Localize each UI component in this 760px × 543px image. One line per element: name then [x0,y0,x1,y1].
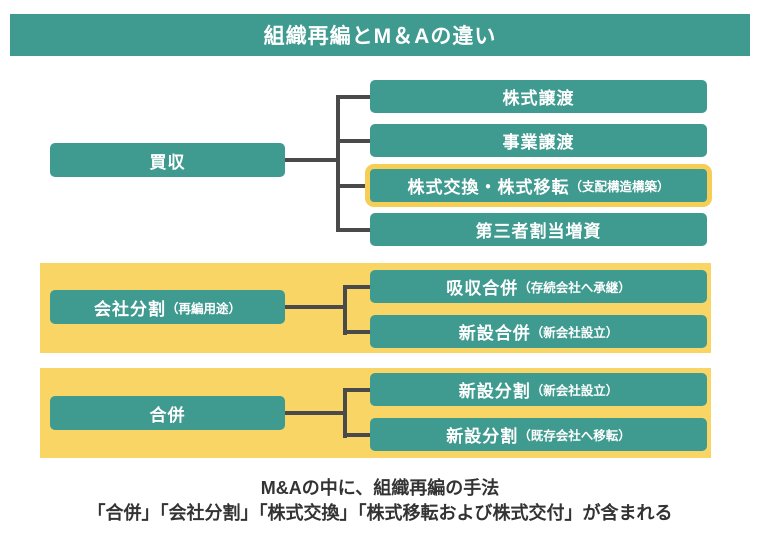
node-label: 新設合併 [458,324,531,343]
node-incorporation-split-existing: 新設分割（既存会社へ移転） [370,418,707,451]
caption-line-2: 「合併」「会社分割」「株式交換」「株式移転および株式交付」が含まれる [87,503,673,523]
node-label: 吸収合併 [446,279,519,298]
node-note: （既存会社へ移転） [518,429,631,443]
connector-line [285,411,347,415]
page-title: 組織再編とM＆Aの違い [263,25,497,48]
node-acquisition: 買収 [50,143,285,177]
node-label: 買収 [149,152,186,172]
node-label: 第三者割当増資 [475,222,602,241]
node-label: 株式交換・株式移転 [407,178,570,197]
node-share-exchange-transfer-highlighted: 株式交換・株式移転（支配構造構築） [365,164,712,207]
node-stock-transfer: 株式譲渡 [370,80,707,113]
node-incorporation-split-new: 新設分割（新会社設立） [370,373,707,406]
node-label: 株式譲渡 [502,89,575,108]
title-bar: 組織再編とM＆Aの違い [10,14,750,56]
connector-line [343,433,370,437]
node-consolidation-merger: 新設合併（新会社設立） [370,315,707,348]
node-label: 新設分割 [458,382,531,401]
connector-line [343,388,370,392]
connector-line [343,330,370,334]
node-note: （新会社設立） [530,326,619,340]
connector-line [343,388,347,438]
node-business-transfer: 事業譲渡 [370,124,707,157]
node-note: （再編用途） [165,301,241,316]
connector-line [336,95,370,99]
node-label: 事業譲渡 [502,133,575,152]
node-note: （支配構造構築） [569,180,670,194]
connector-line [285,305,347,309]
node-label: 合併 [149,405,186,425]
node-label: 新設分割 [446,427,519,446]
connector-line [336,228,370,232]
node-note: （存続会社へ承継） [518,281,631,295]
node-company-split: 会社分割（再編用途） [50,290,285,324]
connector-line [336,95,340,232]
node-label: 会社分割 [93,299,166,319]
node-absorption-merger: 吸収合併（存続会社へ承継） [370,270,707,303]
node-merger: 合併 [50,396,285,430]
node-note: （新会社設立） [530,384,619,398]
caption: M&Aの中に、組織再編の手法 「合併」「会社分割」「株式交換」「株式移転および株… [0,476,760,526]
caption-line-1: M&Aの中に、組織再編の手法 [260,478,500,498]
connector-line [343,285,370,289]
connector-line [336,184,370,188]
connector-line [343,285,347,335]
connector-line [285,158,338,162]
connector-line [336,139,370,143]
node-third-party-allotment: 第三者割当増資 [370,213,707,246]
